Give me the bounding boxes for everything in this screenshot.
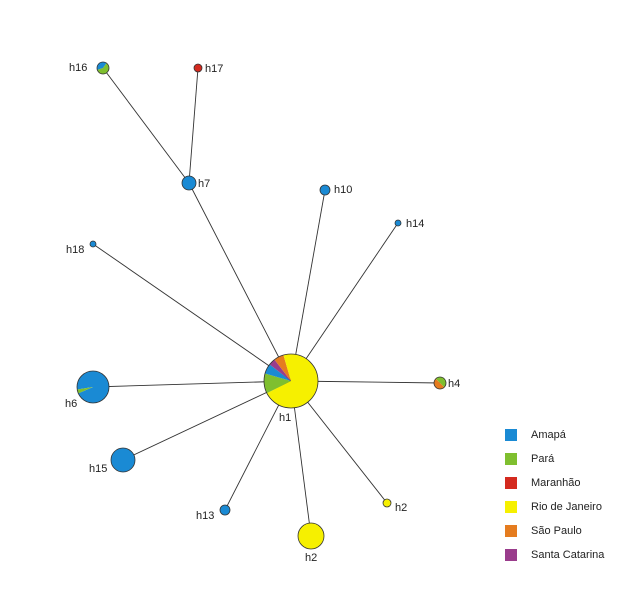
legend-item-sao-paulo: São Paulo	[505, 519, 635, 543]
legend-label-rio-de-janeiro: Rio de Janeiro	[531, 501, 602, 513]
haplotype-node-h14	[395, 220, 401, 226]
haplotype-label-h2a: h2	[305, 552, 317, 564]
legend-item-maranhao: Maranhão	[505, 471, 635, 495]
legend-item-rio-de-janeiro: Rio de Janeiro	[505, 495, 635, 519]
legend-swatch-santa-catarina	[505, 549, 517, 561]
haplotype-node-h2b	[383, 499, 391, 507]
edge-h1-h15	[123, 381, 291, 460]
haplotype-node-h16	[97, 62, 109, 74]
haplotype-node-h10	[320, 185, 330, 195]
legend-label-maranhao: Maranhão	[531, 477, 581, 489]
haplotype-label-h6: h6	[65, 398, 77, 410]
edge-h7-h16	[103, 68, 189, 183]
haplotype-label-h2b: h2	[395, 502, 407, 514]
haplotype-label-h15: h15	[89, 463, 107, 475]
legend-swatch-sao-paulo	[505, 525, 517, 537]
network-nodes	[77, 62, 446, 549]
haplotype-node-h6	[77, 371, 109, 403]
haplotype-label-h18: h18	[66, 244, 84, 256]
legend-label-santa-catarina: Santa Catarina	[531, 549, 604, 561]
haplotype-node-h4	[434, 377, 446, 389]
edge-h7-h17	[189, 68, 198, 183]
legend-item-amapa: Amapá	[505, 423, 635, 447]
network-labels: h1 h2 h2 h4 h6 h7 h10 h13 h14 h15 h16 h17 h18	[65, 62, 460, 564]
haplotype-label-h1: h1	[279, 412, 291, 424]
haplotype-node-h18	[90, 241, 96, 247]
legend-label-amapa: Amapá	[531, 429, 566, 441]
legend: Amapá Pará Maranhão Rio de Janeiro São P…	[505, 423, 635, 567]
legend-swatch-amapa	[505, 429, 517, 441]
haplotype-label-h17: h17	[205, 63, 223, 75]
haplotype-node-h15	[111, 448, 135, 472]
haplotype-label-h7: h7	[198, 178, 210, 190]
edge-h1-h14	[291, 223, 398, 381]
haplotype-label-h4: h4	[448, 378, 460, 390]
legend-swatch-maranhao	[505, 477, 517, 489]
legend-label-sao-paulo: São Paulo	[531, 525, 582, 537]
edge-h1-h10	[291, 190, 325, 381]
legend-swatch-para	[505, 453, 517, 465]
haplotype-label-h10: h10	[334, 184, 352, 196]
haplotype-node-h17	[194, 64, 202, 72]
haplotype-node-h2a	[298, 523, 324, 549]
edge-h1-h6	[93, 381, 291, 387]
edge-h1-h7	[189, 183, 291, 381]
haplotype-label-h13: h13	[196, 510, 214, 522]
legend-swatch-rio-de-janeiro	[505, 501, 517, 513]
edge-h1-h18	[93, 244, 291, 381]
haplotype-node-h13	[220, 505, 230, 515]
legend-label-para: Pará	[531, 453, 554, 465]
haplotype-label-h16: h16	[69, 62, 87, 74]
legend-item-santa-catarina: Santa Catarina	[505, 543, 635, 567]
haplotype-node-h1	[264, 354, 318, 408]
network-edges	[93, 68, 440, 536]
legend-item-para: Pará	[505, 447, 635, 471]
haplotype-label-h14: h14	[406, 218, 424, 230]
haplotype-node-h7	[182, 176, 196, 190]
